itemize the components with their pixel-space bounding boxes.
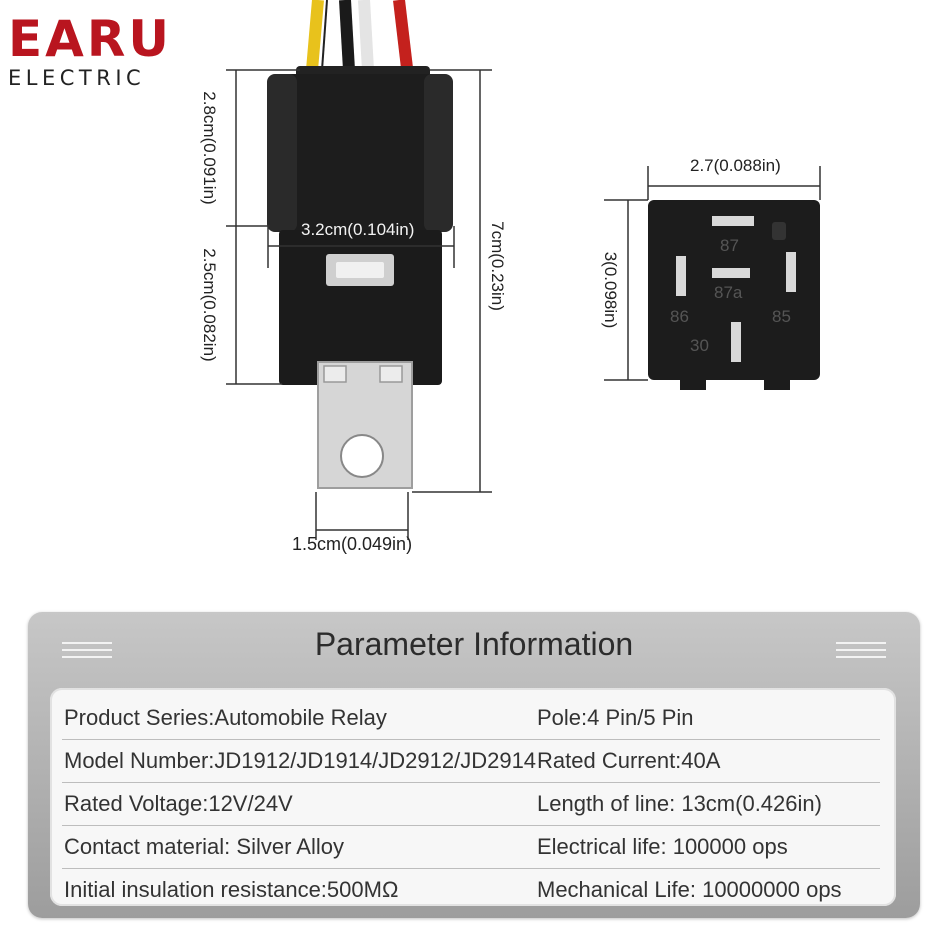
param-product-series: Product Series:Automobile Relay [64, 705, 387, 730]
param-rated-current: Rated Current:40A [537, 748, 721, 773]
dim-body-width: 3.2cm(0.104in) [301, 220, 415, 239]
pin-label-87: 87 [720, 236, 739, 255]
relay-wires [306, 0, 413, 71]
table-row: Contact material: Silver Alloy Electrica… [62, 825, 880, 869]
side-dimension-lines [226, 69, 492, 540]
param-rated-voltage: Rated Voltage:12V/24V [64, 791, 293, 816]
param-line-length: Length of line: 13cm(0.426in) [537, 791, 822, 816]
menu-lines-icon [62, 642, 112, 663]
relay-drawing [226, 0, 821, 540]
dim-lower-height: 2.5cm(0.082in) [200, 248, 219, 362]
param-pole: Pole:4 Pin/5 Pin [537, 705, 694, 730]
table-row: Initial insulation resistance:500MΩ Mech… [62, 868, 880, 911]
param-model-number: Model Number:JD1912/JD1914/JD2912/JD2914 [64, 748, 537, 773]
parameter-title: Parameter Information [314, 626, 634, 662]
relay-front-view [648, 200, 820, 390]
pin-label-85: 85 [772, 307, 791, 326]
param-mechanical-life: Mechanical Life: 10000000 ops [537, 877, 842, 902]
brand-name: EARU [8, 10, 172, 68]
pin-label-86: 86 [670, 307, 689, 326]
table-row: Model Number:JD1912/JD1914/JD2912/JD2914… [62, 739, 880, 783]
dim-bracket-width: 1.5cm(0.049in) [292, 534, 413, 554]
relay-side-view [267, 66, 453, 489]
brand-tagline: ELECTRIC [8, 66, 146, 90]
menu-lines-icon [836, 642, 886, 663]
param-insulation-resistance: Initial insulation resistance:500MΩ [64, 877, 399, 902]
param-electrical-life: Electrical life: 100000 ops [537, 834, 788, 859]
pin-label-30: 30 [690, 336, 709, 355]
pin-label-87a: 87a [714, 283, 743, 302]
parameter-panel: Parameter Information Product Series:Aut… [28, 612, 920, 918]
dim-front-width: 2.7(0.088in) [690, 156, 781, 175]
dim-top-height: 2.8cm(0.091in) [200, 91, 219, 205]
table-row: Product Series:Automobile Relay Pole:4 P… [62, 696, 880, 740]
table-row: Rated Voltage:12V/24V Length of line: 13… [62, 782, 880, 826]
param-contact-material: Contact material: Silver Alloy [64, 834, 344, 859]
front-dimension-lines [604, 166, 821, 381]
brand-logo: EARU ELECTRIC [8, 14, 172, 90]
dim-front-height: 3(0.098in) [601, 251, 620, 329]
parameter-table: Product Series:Automobile Relay Pole:4 P… [50, 688, 896, 906]
dim-total-height: 7cm(0.23in) [488, 221, 507, 311]
